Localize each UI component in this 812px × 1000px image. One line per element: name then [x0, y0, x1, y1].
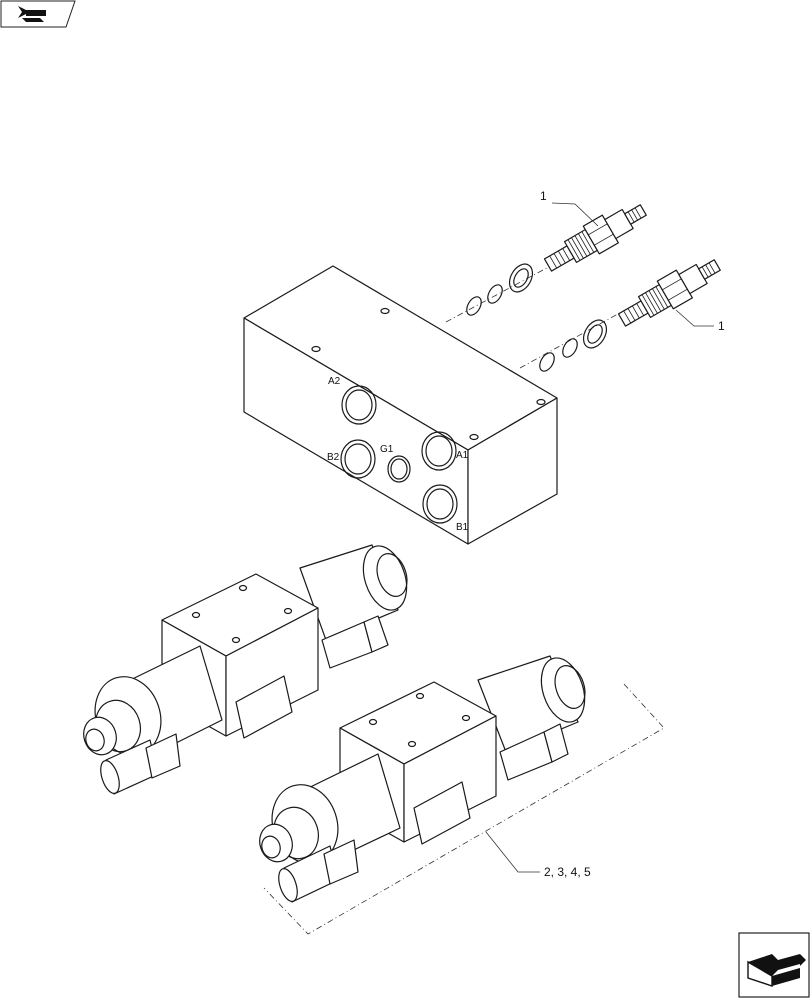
previous-page-icon[interactable] — [0, 0, 76, 28]
relief-cartridge-upper — [543, 204, 647, 272]
next-page-icon[interactable] — [738, 932, 810, 998]
seal-rings-lower — [539, 319, 608, 372]
port-label-b1: B1 — [456, 522, 469, 533]
port-label-a1: A1 — [456, 450, 469, 461]
seal-rings-upper — [466, 263, 534, 316]
port-label-a2: A2 — [328, 376, 341, 387]
callout-item-1-right: 1 — [718, 319, 725, 333]
solenoid-valve-back — [83, 544, 408, 795]
relief-cartridge-lower — [617, 259, 721, 327]
callout-items-2-3-4-5: 2, 3, 4, 5 — [544, 865, 591, 879]
callout-item-1-top: 1 — [540, 189, 547, 203]
port-label-b2: B2 — [327, 452, 340, 463]
solenoid-valve-front — [259, 655, 586, 903]
port-label-g1: G1 — [380, 444, 394, 455]
valve-block: A2 B2 G1 A1 B1 — [243, 265, 558, 545]
